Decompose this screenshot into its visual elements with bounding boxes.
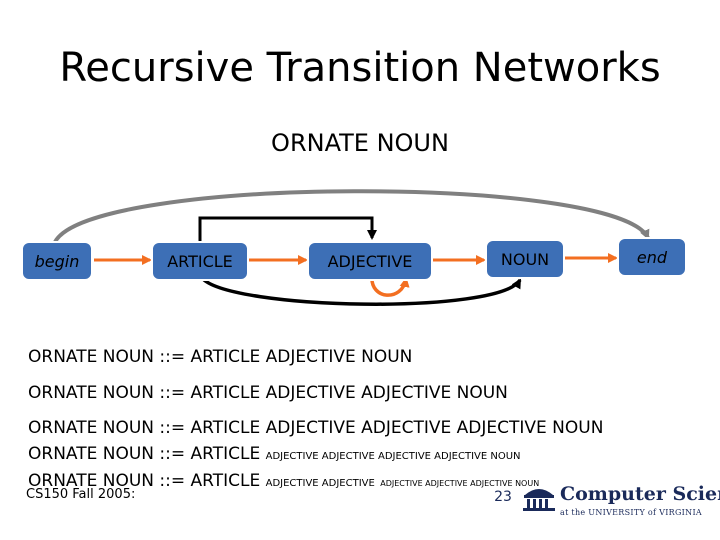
arc-under-adjective-to-noun: [200, 276, 522, 306]
rule-5-rhs-smaller: ADJECTIVE ADJECTIVE ADJECTIVE NOUN: [380, 479, 540, 488]
rule-5: ORNATE NOUN ::= ARTICLE ADJECTIVE ADJECT…: [28, 470, 539, 495]
rtn-diagram: begin ARTICLE ADJECTIVE NOUN end: [21, 189, 687, 306]
rule-3-lhs: ORNATE NOUN ::=: [28, 418, 186, 438]
bypass-arc-begin-to-end: [53, 189, 650, 244]
node-adjective-label: ADJECTIVE: [328, 252, 413, 271]
node-begin: begin: [21, 241, 93, 281]
node-end-label: end: [637, 248, 668, 267]
rule-1: ORNATE NOUN ::= ARTICLE ADJECTIVE NOUN: [28, 346, 412, 368]
footer-course: CS150 Fall 2005:: [26, 487, 136, 502]
logo-wordmark: Computer Science: [560, 483, 720, 505]
rule-5-rhs-main: ARTICLE: [190, 471, 261, 491]
logo-subtitle: at the UNIVERSITY of VIRGINIA: [560, 508, 702, 517]
node-adjective: ADJECTIVE: [307, 241, 433, 281]
rule-4-lhs: ORNATE NOUN ::=: [28, 444, 186, 464]
rule-3-rhs: ARTICLE ADJECTIVE ADJECTIVE ADJECTIVE NO…: [190, 418, 604, 438]
rule-1-lhs: ORNATE NOUN ::=: [28, 347, 186, 367]
node-noun: NOUN: [485, 239, 565, 279]
node-end: end: [617, 237, 687, 277]
rule-4-rhs-main: ARTICLE: [190, 444, 261, 464]
rule-1-rhs: ARTICLE ADJECTIVE NOUN: [190, 347, 413, 367]
node-article: ARTICLE: [151, 241, 249, 281]
adjective-self-loop: [370, 275, 410, 297]
slide-subtitle: ORNATE NOUN: [271, 129, 449, 157]
rule-2-rhs: ARTICLE ADJECTIVE ADJECTIVE NOUN: [190, 383, 508, 403]
rotunda-icon: [523, 489, 555, 511]
rule-3: ORNATE NOUN ::= ARTICLE ADJECTIVE ADJECT…: [28, 417, 603, 439]
rule-2-lhs: ORNATE NOUN ::=: [28, 383, 186, 403]
rule-4-rhs-small: ADJECTIVE ADJECTIVE ADJECTIVE ADJECTIVE …: [265, 451, 521, 462]
node-noun-label: NOUN: [501, 250, 549, 269]
node-begin-label: begin: [35, 252, 80, 271]
node-article-label: ARTICLE: [167, 252, 233, 271]
page-number: 23: [494, 489, 512, 505]
rule-5-rhs-small: ADJECTIVE ADJECTIVE: [265, 478, 375, 489]
rule-2: ORNATE NOUN ::= ARTICLE ADJECTIVE ADJECT…: [28, 382, 508, 404]
rule-4: ORNATE NOUN ::= ARTICLE ADJECTIVE ADJECT…: [28, 443, 521, 468]
slide-title: Recursive Transition Networks: [59, 45, 661, 91]
rule-5-lhs: ORNATE NOUN ::=: [28, 471, 186, 491]
arc-article-over-adjective: [198, 216, 377, 242]
department-logo: Computer Science at the UNIVERSITY of VI…: [522, 480, 720, 536]
